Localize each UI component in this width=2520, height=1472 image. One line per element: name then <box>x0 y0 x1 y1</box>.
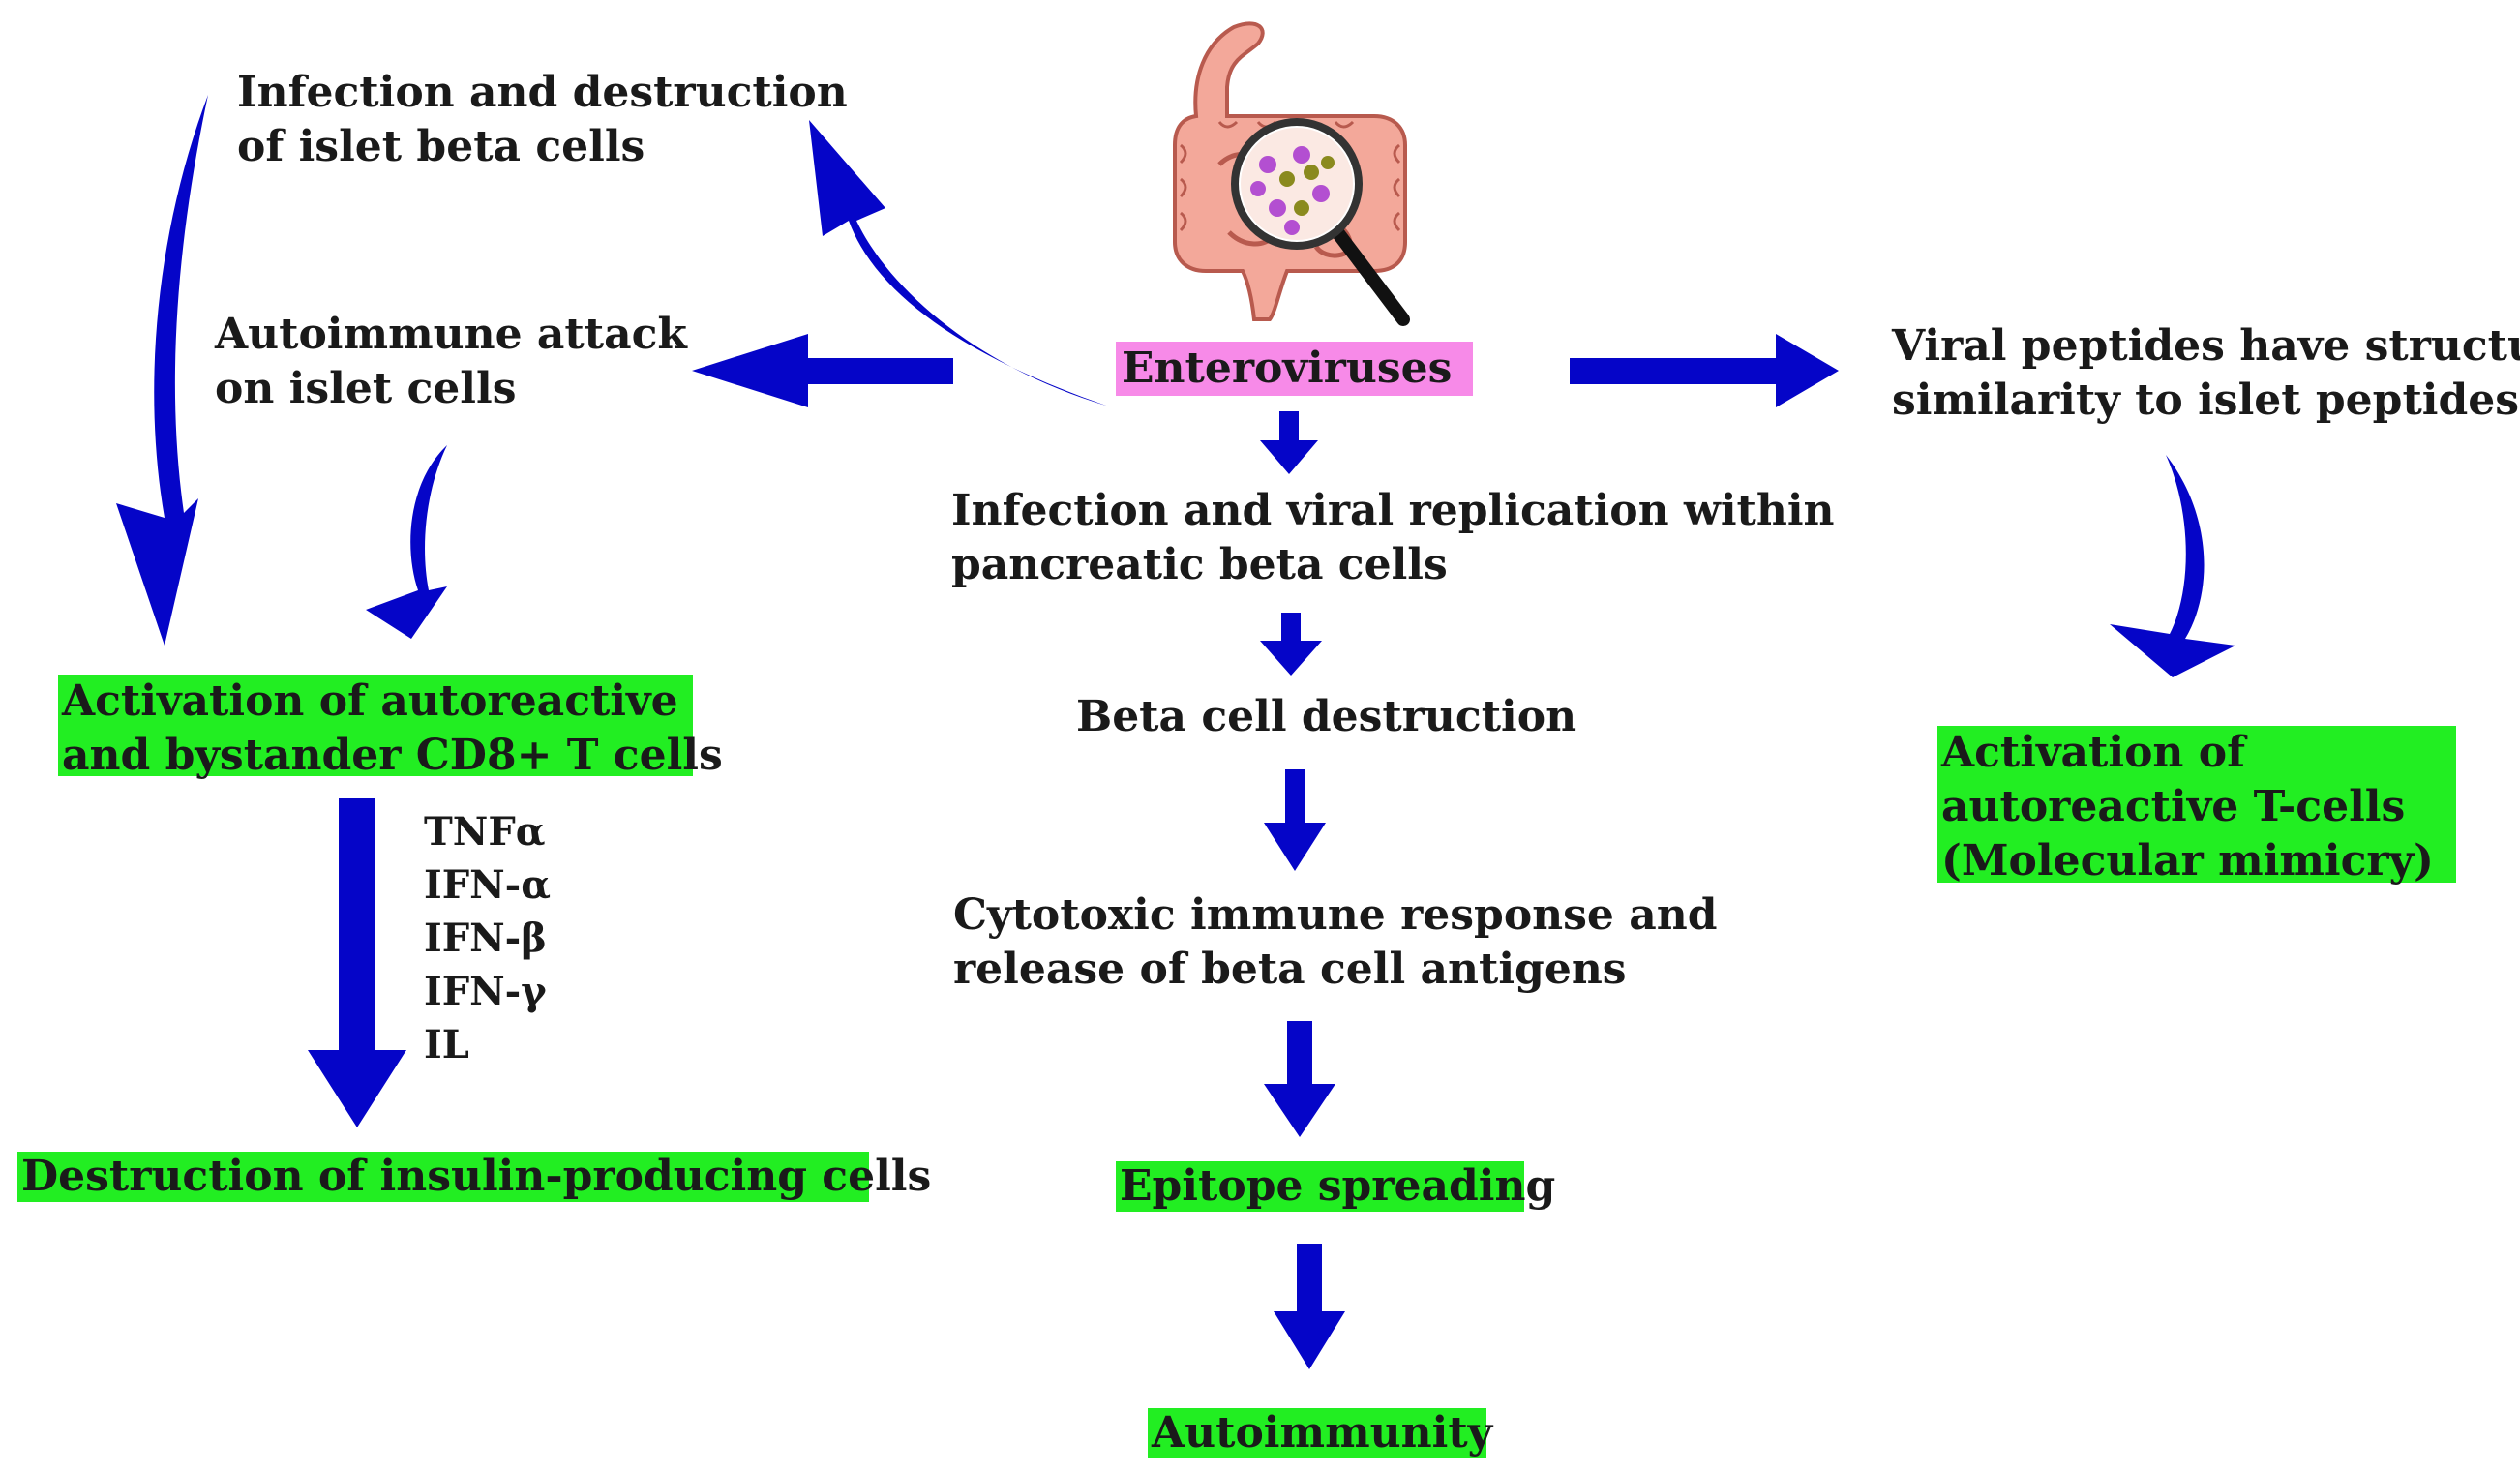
molecular-mimicry-box: Activation of autoreactive T-cells (Mole… <box>1937 726 2456 886</box>
arrow-to-molecular-mimicry <box>2110 455 2235 677</box>
enteroviruses-label: Enteroviruses <box>1116 342 1474 396</box>
arrow-to-activation-cd8 <box>116 95 208 646</box>
arrow-attack-to-activation <box>366 445 447 639</box>
beta-cell-destruction-label: Beta cell destruction <box>1076 692 1577 741</box>
arrow-to-beta-destruction <box>1260 613 1322 676</box>
arrow-to-autoimmune-attack <box>692 334 953 407</box>
insulin-destruction-box: Destruction of insulin-producing cells <box>17 1152 931 1202</box>
autoimmune-attack-label: Autoimmune attack on islet cells <box>215 310 687 413</box>
autoimmunity-box: Autoimmunity <box>1148 1408 1492 1458</box>
infection-destruction-label: Infection and destruction of islet beta … <box>237 68 848 171</box>
activation-cd8-box: Activation of autoreactive and bystander… <box>58 675 723 780</box>
cytokine-item: IFN-β <box>424 916 547 961</box>
intestine-with-magnifying-glass-icon <box>1173 21 1410 326</box>
arrow-to-epitope <box>1264 1021 1335 1137</box>
arrow-to-viral-peptides <box>1570 334 1839 407</box>
arrow-to-cytotoxic <box>1264 769 1326 871</box>
epitope-spreading-box: Epitope spreading <box>1116 1161 1555 1212</box>
cytokine-item: IL <box>424 1022 469 1067</box>
arrow-to-autoimmunity <box>1274 1244 1345 1369</box>
arrow-to-replication <box>1260 411 1318 474</box>
cytokine-list: TNFα IFN-α IFN-β IFN-γ IL <box>424 805 551 1071</box>
cytokine-item: TNFα <box>424 809 546 855</box>
viral-peptides-label: Viral peptides have structural similarit… <box>1892 321 2520 425</box>
cytotoxic-response-label: Cytotoxic immune response and release of… <box>953 890 1718 994</box>
cytokine-item: IFN-γ <box>424 969 547 1014</box>
cytokine-item: IFN-α <box>424 862 552 908</box>
viral-replication-label: Infection and viral replication within p… <box>951 486 1835 589</box>
arrow-to-insulin-destruction <box>308 798 406 1127</box>
